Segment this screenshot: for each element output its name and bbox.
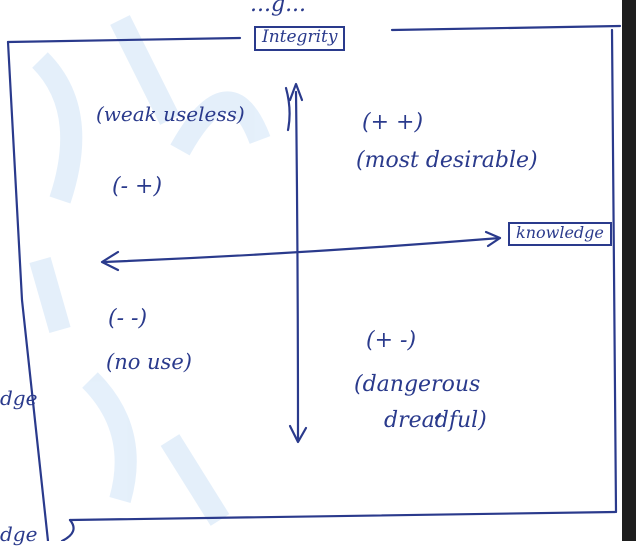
frame-top-right bbox=[390, 24, 622, 32]
frame-bottom-left-corner bbox=[60, 518, 75, 541]
top-cut-text: ...g... bbox=[250, 0, 307, 17]
vertical-axis-arrow-down bbox=[288, 424, 308, 444]
margin-fragment-2: dge bbox=[0, 522, 38, 546]
bottom-left-sign: (- -) bbox=[108, 306, 148, 331]
integrity-label: Integrity bbox=[254, 26, 346, 51]
bottom-right-note-line2: dreadful) bbox=[384, 408, 487, 433]
margin-fragment-1: dge bbox=[0, 386, 38, 410]
bottom-left-note: (no use) bbox=[106, 350, 192, 374]
page-edge-shadow bbox=[622, 0, 636, 541]
top-left-sign: (- +) bbox=[112, 174, 163, 199]
bottom-right-sign: (+ -) bbox=[366, 328, 417, 353]
top-right-note: (most desirable) bbox=[356, 148, 538, 173]
bottom-right-note-line1: (dangerous bbox=[354, 372, 481, 397]
ink-dot bbox=[434, 412, 442, 420]
frame-top-left bbox=[6, 36, 242, 44]
knowledge-label: knowledge bbox=[508, 222, 612, 246]
top-right-sign: (+ +) bbox=[362, 110, 424, 135]
vertical-axis bbox=[294, 90, 300, 442]
top-left-note: (weak useless) bbox=[96, 102, 245, 126]
horizontal-axis-arrow-left bbox=[100, 250, 120, 272]
horizontal-axis bbox=[102, 236, 502, 264]
frame-left bbox=[6, 40, 50, 541]
frame-right bbox=[610, 28, 618, 514]
frame-bottom bbox=[68, 510, 617, 522]
note-bracket bbox=[284, 86, 291, 132]
vertical-axis-arrow-up bbox=[288, 82, 304, 102]
horizontal-axis-arrow-right bbox=[484, 230, 502, 248]
